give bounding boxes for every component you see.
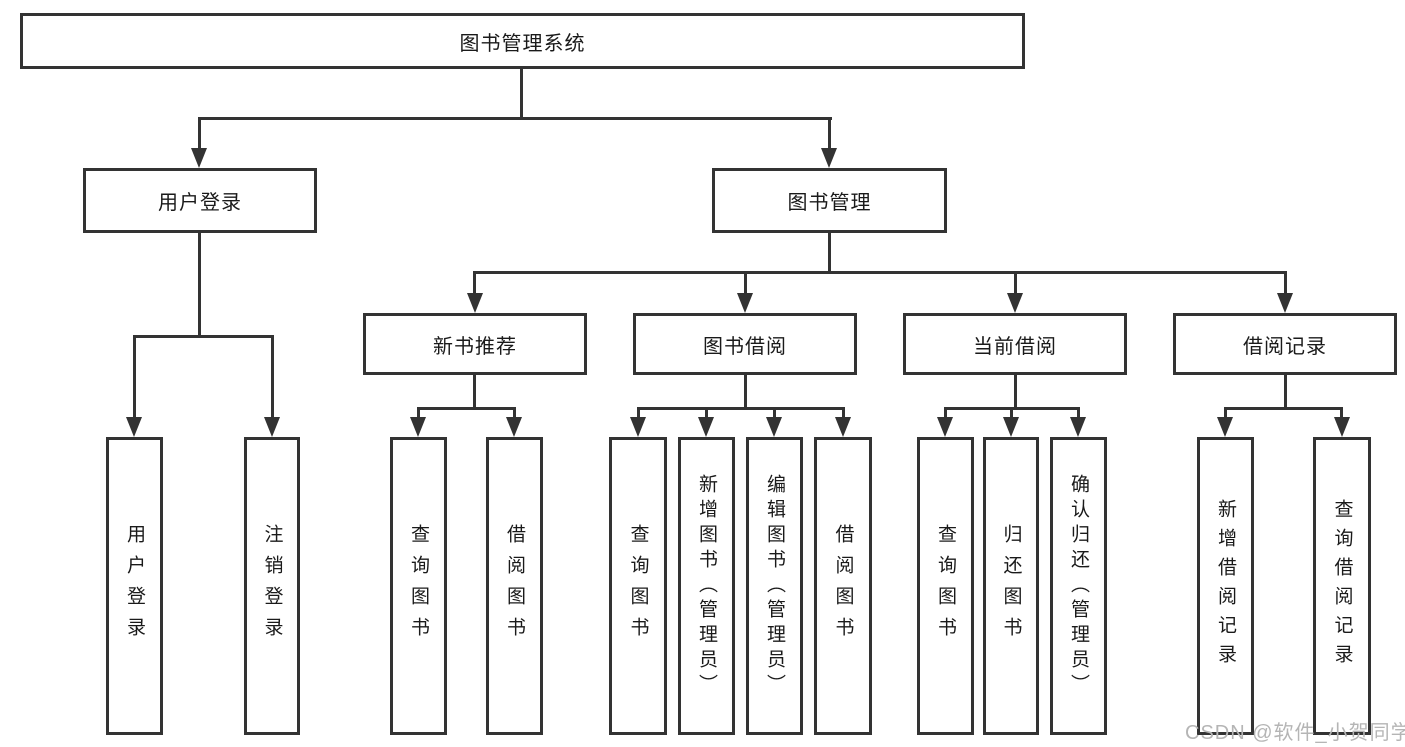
connector-line [828, 233, 831, 274]
connector-line [1224, 407, 1227, 421]
node-label: 图书管理 [787, 192, 872, 214]
node-label: 用户登录 [158, 192, 242, 214]
leaf-query-books: 查询图书 [390, 437, 447, 735]
connector-line [198, 117, 201, 150]
leaf-user-login: 用户登录 [106, 437, 163, 735]
leaf-edit-books-admin: 编辑图书（管理员） [746, 437, 803, 735]
arrowhead-icon [1070, 417, 1086, 437]
arrowhead-icon [1007, 293, 1023, 313]
node-label: 查询图书 [408, 524, 429, 648]
connector-line [417, 407, 516, 410]
connector-line [637, 407, 845, 410]
arrowhead-icon [766, 417, 782, 437]
node-label: 查询图书 [627, 524, 649, 648]
connector-line [1014, 375, 1017, 410]
arrowhead-icon [1217, 417, 1233, 437]
connector-line [828, 117, 831, 150]
connector-line [705, 407, 708, 421]
arrowhead-icon [737, 293, 753, 313]
arrowhead-icon [937, 417, 953, 437]
connector-line [744, 375, 747, 410]
connector-line [198, 117, 832, 120]
node-user-login: 用户登录 [83, 168, 317, 233]
arrowhead-icon [835, 417, 851, 437]
node-label: 确认归还（管理员） [1068, 473, 1089, 699]
leaf-borrow-books: 借阅图书 [486, 437, 543, 735]
arrowhead-icon [191, 148, 207, 168]
node-current-borrow: 当前借阅 [903, 313, 1127, 375]
leaf-add-books-admin: 新增图书（管理员） [678, 437, 735, 735]
connector-line [637, 407, 640, 421]
arrowhead-icon [1003, 417, 1019, 437]
connector-line [198, 233, 201, 337]
arrowhead-icon [698, 417, 714, 437]
connector-line [473, 375, 476, 410]
leaf-query-books: 查询图书 [917, 437, 974, 735]
connector-line [271, 335, 274, 419]
node-label: 注销登录 [261, 524, 283, 648]
leaf-query-books: 查询图书 [609, 437, 667, 735]
node-label: 新增借阅记录 [1215, 499, 1236, 673]
arrowhead-icon [410, 417, 426, 437]
connector-line [1077, 407, 1080, 421]
connector-line [1014, 271, 1017, 295]
connector-line [520, 69, 523, 120]
leaf-borrow-books: 借阅图书 [814, 437, 872, 735]
node-book-management: 图书管理 [712, 168, 947, 233]
connector-line [417, 407, 420, 421]
node-root-library-system: 图书管理系统 [20, 13, 1025, 69]
arrowhead-icon [1334, 417, 1350, 437]
node-label: 借阅图书 [504, 524, 525, 648]
arrowhead-icon [1277, 293, 1293, 313]
connector-line [1284, 271, 1287, 295]
connector-line [744, 271, 747, 295]
connector-line [842, 407, 845, 421]
connector-line [1010, 407, 1013, 421]
node-label: 图书管理系统 [459, 32, 586, 55]
arrowhead-icon [506, 417, 522, 437]
connector-line [773, 407, 776, 421]
node-label: 归还图书 [1000, 524, 1022, 648]
leaf-add-borrow-record: 新增借阅记录 [1197, 437, 1254, 735]
connector-line [1284, 375, 1287, 410]
arrowhead-icon [126, 417, 142, 437]
arrowhead-icon [467, 293, 483, 313]
connector-line [473, 271, 476, 295]
node-book-borrow: 图书借阅 [633, 313, 857, 375]
node-label: 借阅图书 [832, 524, 854, 648]
node-label: 用户登录 [124, 524, 145, 648]
csdn-watermark: CSDN @软件_小贺同学 [1185, 722, 1405, 744]
connector-line [133, 335, 273, 338]
node-label: 图书借阅 [703, 335, 787, 358]
node-new-book-recommend: 新书推荐 [363, 313, 587, 375]
connector-line [1340, 407, 1343, 421]
leaf-logout: 注销登录 [244, 437, 300, 735]
arrowhead-icon [264, 417, 280, 437]
node-borrow-record: 借阅记录 [1173, 313, 1397, 375]
node-label: 新书推荐 [433, 335, 517, 358]
node-label: 新增图书（管理员） [696, 473, 717, 699]
leaf-confirm-return-admin: 确认归还（管理员） [1050, 437, 1107, 735]
leaf-return-books: 归还图书 [983, 437, 1039, 735]
connector-line [513, 407, 516, 421]
node-label: 查询图书 [935, 524, 956, 648]
connector-line [944, 407, 947, 421]
node-label: 编辑图书（管理员） [764, 473, 785, 699]
leaf-query-borrow-record: 查询借阅记录 [1313, 437, 1371, 735]
node-label: 查询借阅记录 [1331, 499, 1353, 673]
node-label: 当前借阅 [973, 335, 1057, 358]
arrowhead-icon [630, 417, 646, 437]
connector-line [133, 335, 136, 419]
connector-line [473, 271, 1285, 274]
connector-line [1224, 407, 1343, 410]
arrowhead-icon [821, 148, 837, 168]
node-label: 借阅记录 [1243, 335, 1327, 358]
